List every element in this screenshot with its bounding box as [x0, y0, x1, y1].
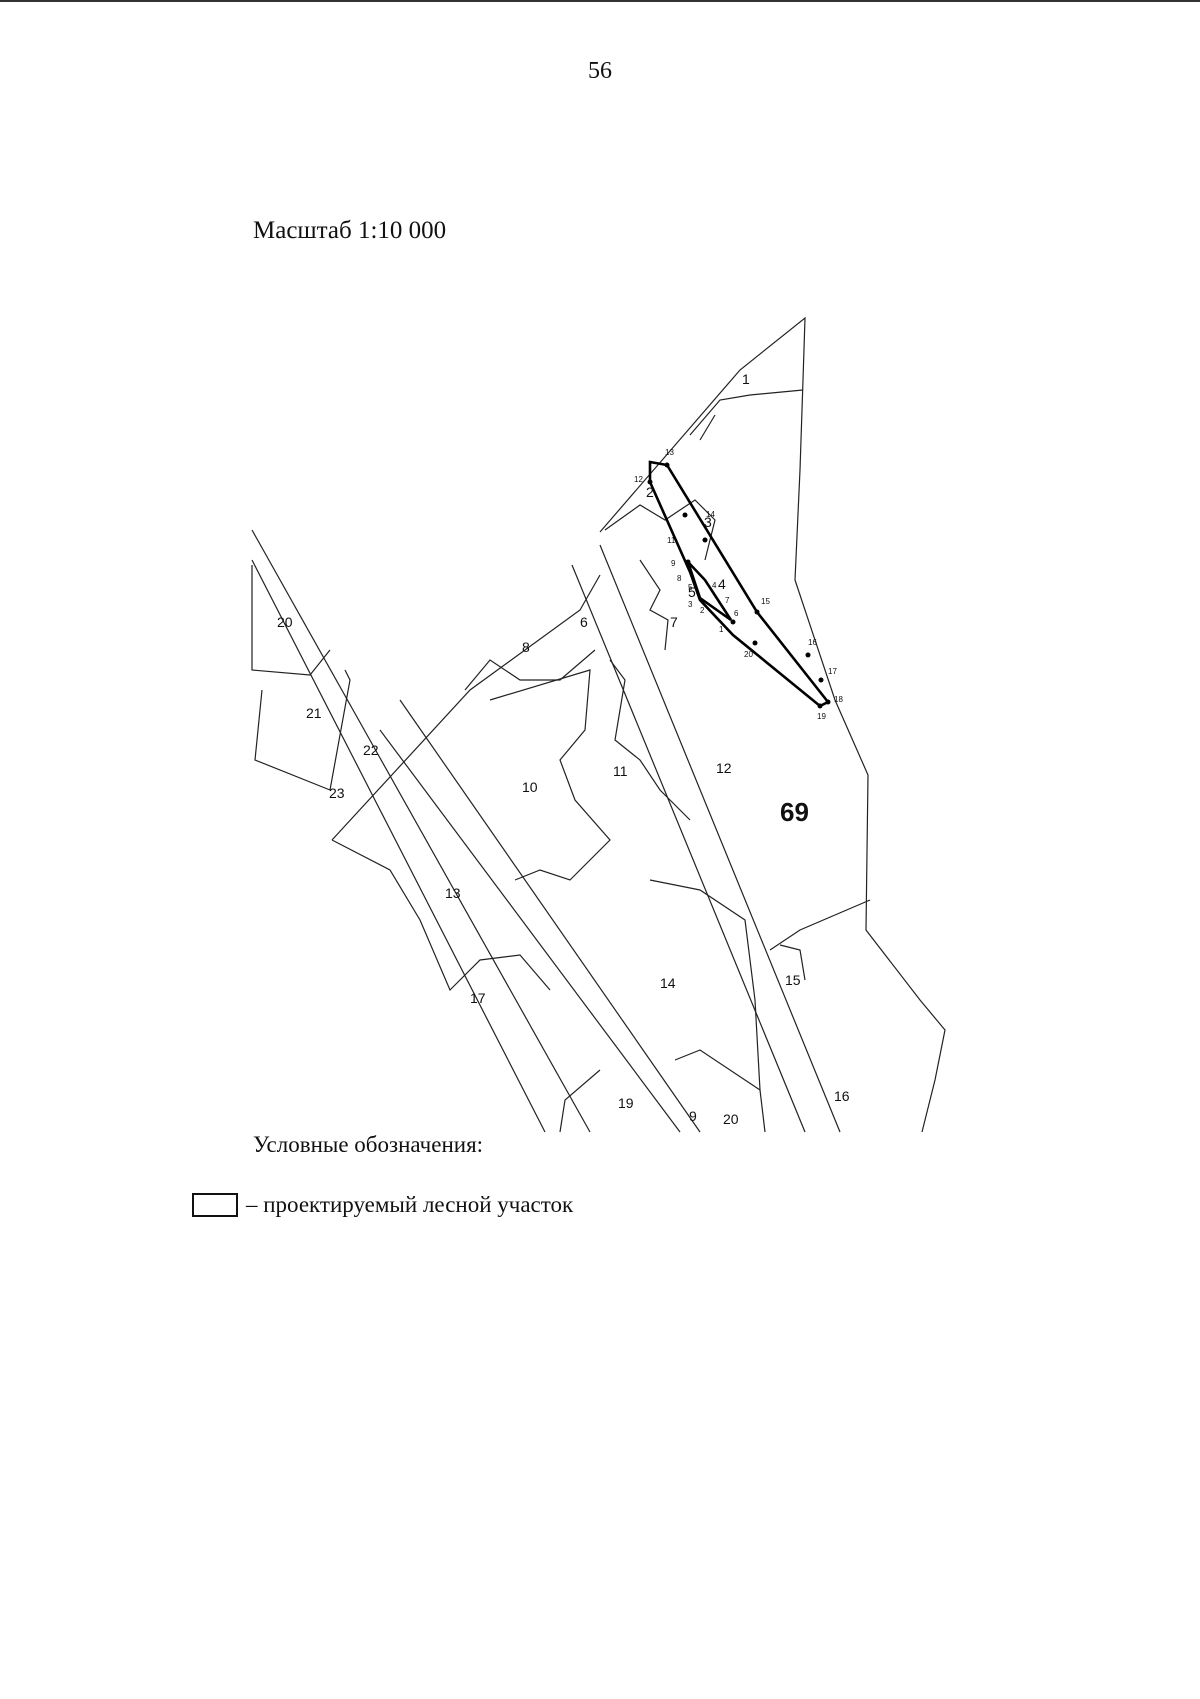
quarter-boundary	[599, 316, 946, 1133]
allotment-label-3: 3	[704, 514, 712, 530]
vertex-label-20: 20	[744, 650, 753, 659]
allotment-label-7: 7	[670, 614, 678, 630]
projected-plot-outline	[648, 460, 831, 708]
boundary-19	[559, 1069, 601, 1133]
allotment-label-22: 22	[363, 742, 379, 758]
allotment-label-12: 12	[716, 760, 732, 776]
vertex-label-15: 15	[761, 597, 770, 606]
vertex-label-3: 3	[688, 600, 693, 609]
boundary-top-2	[699, 414, 716, 441]
allotment-label-1: 1	[742, 371, 750, 387]
allotment-label-20-left: 20	[277, 614, 293, 630]
allotment-label-17: 17	[470, 990, 486, 1006]
vertex-label-6: 6	[734, 609, 739, 618]
vertex-label-18: 18	[834, 695, 843, 704]
top-border-line	[0, 0, 1200, 2]
boundary-20b	[759, 1089, 766, 1133]
vertex-label-2: 2	[700, 606, 705, 615]
vertex-label-13: 13	[665, 448, 674, 457]
allotment-label-16: 16	[834, 1088, 850, 1104]
legend-title: Условные обозначения:	[253, 1132, 484, 1157]
allotment-label-23: 23	[329, 785, 345, 801]
allotment-label-10: 10	[522, 779, 538, 795]
boundary-10	[489, 669, 611, 881]
road-edge-right-2	[399, 699, 701, 1133]
projected-plot-vertices	[647, 462, 831, 709]
vertex-label-5: 5	[688, 583, 693, 592]
vertex-label-4: 4	[712, 581, 717, 590]
boundary-14b	[769, 899, 871, 951]
road-edge-right	[379, 729, 681, 1133]
boundary-13	[331, 839, 551, 992]
allotment-label-11: 11	[613, 763, 628, 779]
legend-item-label: – проектируемый лесной участок	[246, 1192, 574, 1217]
boundary-11	[609, 659, 691, 821]
allotment-label-2: 2	[646, 484, 654, 500]
allotment-label-6: 6	[580, 614, 588, 630]
allotment-label-19: 19	[618, 1095, 634, 1111]
boundary-19b	[674, 1049, 761, 1091]
vertex-label-16: 16	[808, 638, 817, 647]
boundary-21	[254, 689, 331, 791]
vertex-label-14: 14	[706, 510, 715, 519]
vertex-label-17: 17	[828, 667, 837, 676]
projected-plot-inner	[686, 561, 733, 622]
allotment-label-8: 8	[522, 639, 530, 655]
vertex-label-9: 9	[671, 559, 676, 568]
page-number: 56	[588, 58, 612, 84]
boundary-small-2	[639, 559, 669, 651]
map-scale-label: Масштаб 1:10 000	[253, 217, 447, 244]
legend-plot-symbol	[192, 1193, 238, 1217]
boundary-diag	[331, 574, 601, 841]
vertex-label-11: 11	[667, 536, 676, 545]
road2-edge-2	[599, 544, 841, 1133]
allotment-label-21: 21	[306, 705, 322, 721]
boundary-top-1	[689, 389, 804, 436]
boundary-small-1	[604, 499, 716, 561]
road-edge-left-2	[251, 529, 591, 1133]
boundary-15	[779, 944, 806, 981]
allotment-label-4: 4	[718, 576, 726, 592]
projected-plot	[648, 460, 831, 708]
vertex-label-7: 7	[725, 596, 730, 605]
vertex-label-1: 1	[719, 625, 724, 634]
allotment-label-5: 5	[688, 584, 696, 600]
allotment-label-9: 9	[689, 1108, 697, 1124]
boundary-8	[464, 649, 596, 691]
vertex-label-19: 19	[817, 712, 826, 721]
road-edge-left	[251, 559, 546, 1133]
allotment-label-20-right: 20	[723, 1111, 739, 1127]
quarter-number: 69	[780, 797, 809, 827]
boundary-14	[649, 879, 761, 1091]
vertex-label-12: 12	[634, 475, 643, 484]
allotment-label-13: 13	[445, 885, 461, 901]
vertex-label-8: 8	[677, 574, 682, 583]
boundary-22-23	[329, 669, 351, 791]
allotment-label-14: 14	[660, 975, 676, 991]
legend-item: – проектируемый лесной участок	[192, 1192, 573, 1218]
map-lines	[251, 316, 946, 1133]
road2-edge-1	[571, 564, 806, 1133]
allotment-label-15: 15	[785, 972, 801, 988]
boundary-20	[251, 565, 331, 676]
